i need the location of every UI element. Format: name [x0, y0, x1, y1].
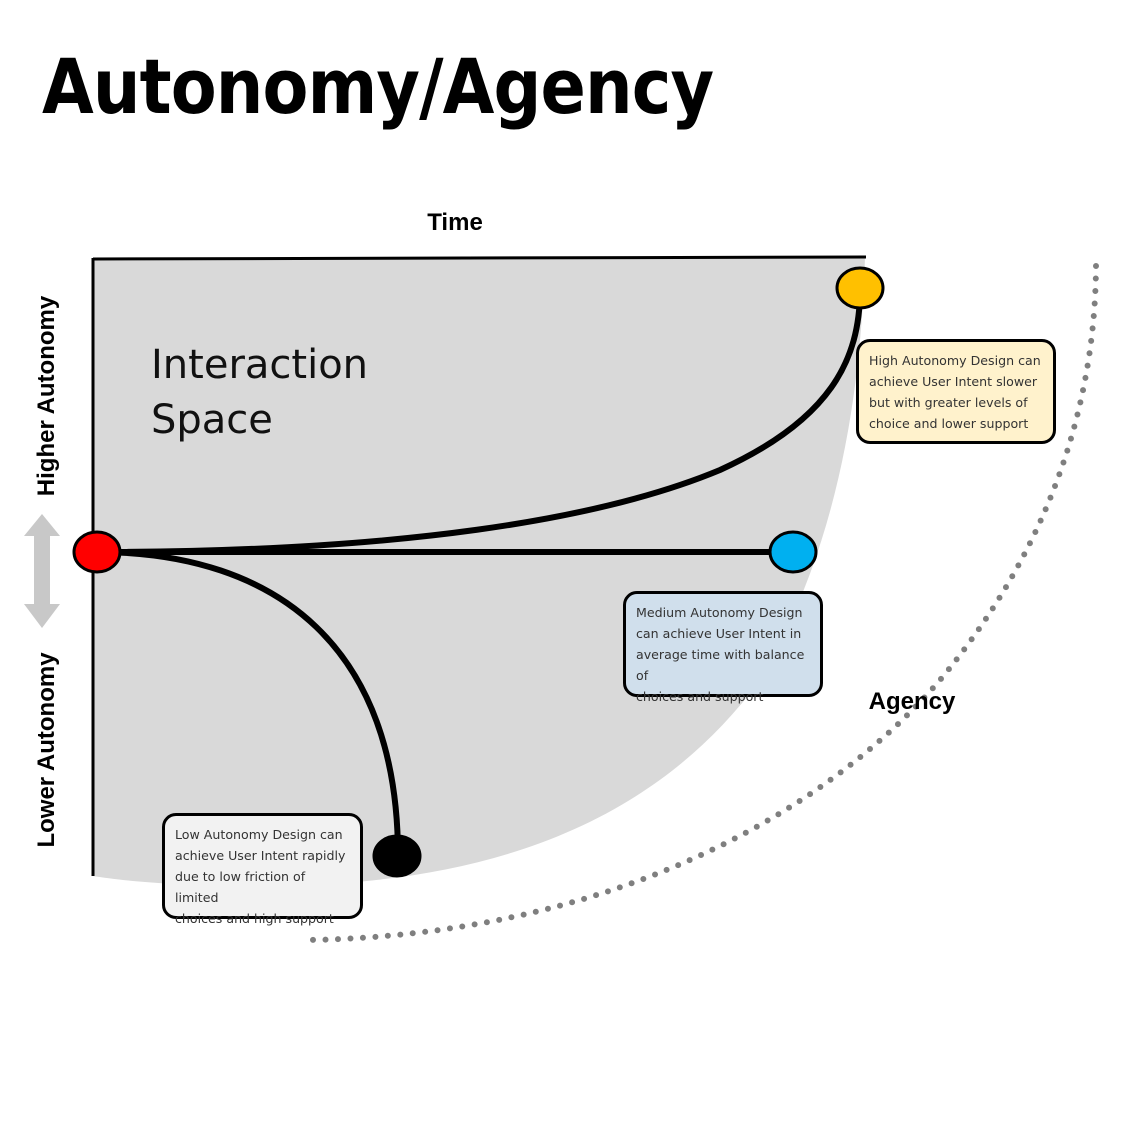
origin-node [72, 530, 122, 574]
high-autonomy-note: High Autonomy Design can achieve User In… [856, 339, 1056, 444]
interaction-space-label-line1: Interaction [151, 342, 368, 388]
low-autonomy-path [95, 549, 401, 857]
interaction-space-label-line2: Space [151, 397, 273, 443]
time-axis-label: Time [427, 209, 483, 236]
low-autonomy-node [372, 834, 422, 878]
medium-autonomy-note: Medium Autonomy Design can achieve User … [623, 591, 823, 704]
medium-autonomy-node [768, 530, 818, 574]
autonomy-double-arrow-icon [24, 514, 60, 628]
agency-arc [305, 263, 1099, 943]
lower-autonomy-label: Lower Autonomy [33, 652, 60, 848]
agency-label: Agency [869, 688, 956, 715]
time-axis-line [92, 255, 867, 261]
interaction-space-region [93, 257, 865, 886]
high-autonomy-path [95, 289, 863, 555]
low-autonomy-note: Low Autonomy Design can achieve User Int… [162, 813, 363, 926]
higher-autonomy-label: Higher Autonomy [33, 295, 60, 496]
high-autonomy-node [835, 266, 885, 310]
page-title: Autonomy/Agency [42, 42, 714, 131]
